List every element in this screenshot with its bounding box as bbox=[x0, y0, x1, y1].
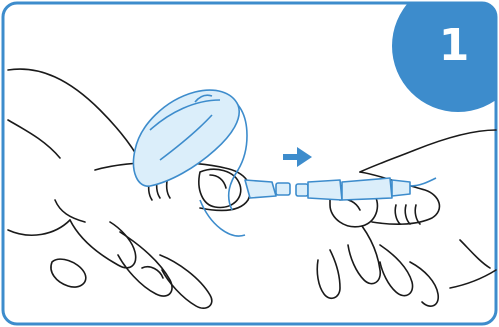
hearing-aid bbox=[132, 89, 291, 237]
left-hand bbox=[7, 68, 251, 310]
step-number: 1 bbox=[438, 20, 470, 71]
arrow-right-icon bbox=[283, 147, 312, 167]
step-badge bbox=[392, 3, 496, 112]
right-hand bbox=[316, 129, 497, 307]
receiver-tip bbox=[295, 177, 437, 201]
